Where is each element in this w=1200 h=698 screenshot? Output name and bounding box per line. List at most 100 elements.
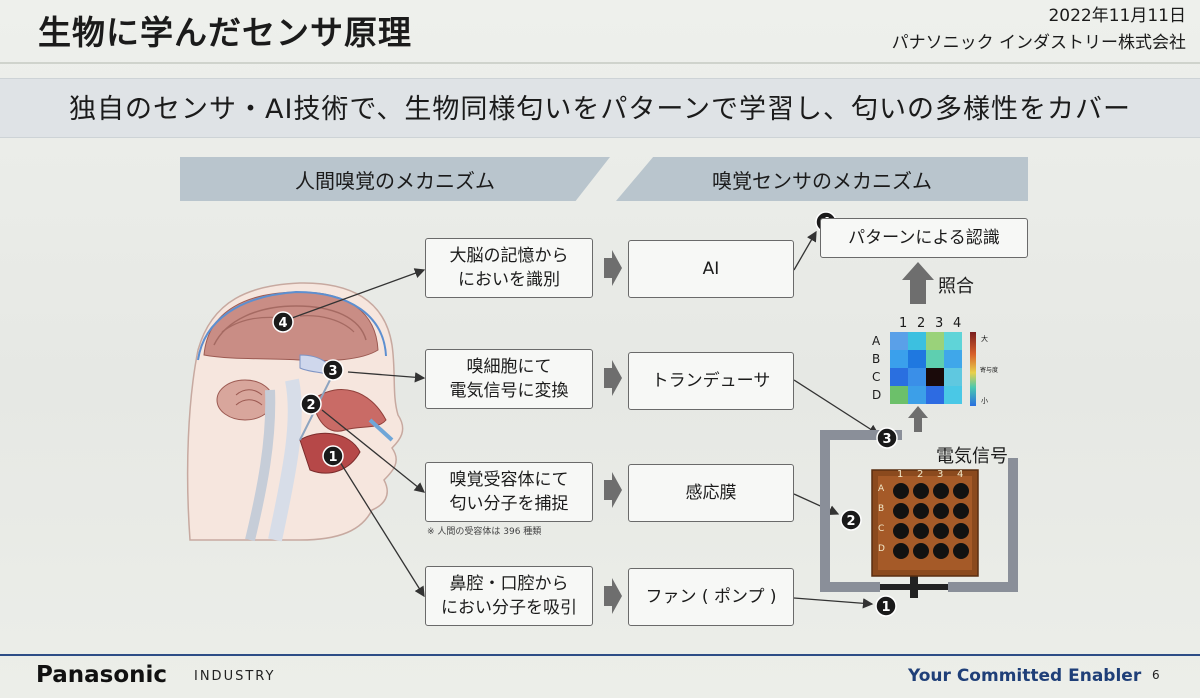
step-number-3: 3 xyxy=(322,359,344,381)
footer-divider xyxy=(0,654,1200,656)
human-step-brain-line2: においを識別 xyxy=(458,270,560,290)
human-step-intake-line2: におい分子を吸引 xyxy=(441,598,577,618)
svg-text:2: 2 xyxy=(306,398,315,413)
sensor-step-transducer-label: トランデューサ xyxy=(651,371,771,391)
block-arrow-4 xyxy=(604,578,622,614)
step-number-1: 1 xyxy=(875,595,897,617)
heatmap-cell-C1 xyxy=(890,368,908,386)
arrow-2-receptor xyxy=(321,409,426,493)
human-step-brain: 大脳の記憶から においを識別 xyxy=(425,238,593,298)
chip-sensor-dot xyxy=(893,483,909,499)
heatmap-cell-C2 xyxy=(908,368,926,386)
arrow-membrane xyxy=(793,493,840,515)
step-number-3: 3 xyxy=(876,427,898,449)
human-step-cells: 嗅細胞にて 電気信号に変換 xyxy=(425,349,593,409)
sensor-step-transducer: トランデューサ xyxy=(628,352,794,410)
tab-sensor-mechanism: 嗅覚センサのメカニズム xyxy=(616,157,1028,201)
heatmap-cell-D1 xyxy=(890,386,908,404)
signal-label: 電気信号 xyxy=(936,446,1008,467)
heatmap-row-b: B xyxy=(872,352,881,366)
sensor-frame xyxy=(820,430,1018,592)
human-step-brain-line1: 大脳の記憶から xyxy=(449,246,569,266)
sensor-step-membrane-label: 感応膜 xyxy=(685,483,737,503)
chip-col-2: 2 xyxy=(917,469,924,480)
heatmap-scale-mid: 寄与度 xyxy=(980,367,999,374)
tab-human-mechanism: 人間嗅覚のメカニズム xyxy=(180,157,610,201)
human-step-receptor-line1: 嗅覚受容体にて xyxy=(449,470,569,490)
receptor-note: ※ 人間の受容体は 396 種類 xyxy=(427,527,542,537)
subtitle-bar xyxy=(0,78,1200,138)
chip-row-c: C xyxy=(878,524,885,534)
heatmap-cell-B3 xyxy=(926,350,944,368)
chip-row-d: D xyxy=(878,544,885,554)
svg-text:1: 1 xyxy=(328,450,337,465)
arrow-transducer xyxy=(793,379,880,435)
chip-sensor-dot xyxy=(913,523,929,539)
head-arrows xyxy=(291,268,426,598)
subtitle: 独自のセンサ・AI技術で、生物同様匂いをパターンで学習し、匂いの多様性をカバー xyxy=(68,94,1131,125)
page-number: 6 xyxy=(1152,668,1160,682)
block-arrow-3 xyxy=(604,472,622,508)
heatmap-scale-low: 小 xyxy=(981,397,988,405)
heatmap-cell-A2 xyxy=(908,332,926,350)
heatmap-col-4: 4 xyxy=(953,316,962,331)
frame-right xyxy=(1008,458,1018,590)
sensor-step-fan-label: ファン ( ポンプ ) xyxy=(645,587,777,607)
brand-logo: Panasonic xyxy=(36,662,168,688)
tagline: Your Committed Enabler xyxy=(908,666,1142,686)
date-label: 2022年11月11日 xyxy=(1048,6,1186,26)
sensor-step-fan: ファン ( ポンプ ) xyxy=(628,568,794,626)
heatmap-row-a: A xyxy=(872,334,881,348)
chip-sensor-dot xyxy=(933,543,949,559)
heatmap-cell-B2 xyxy=(908,350,926,368)
step-number-2: 2 xyxy=(840,509,862,531)
sensor-step-membrane: 感応膜 xyxy=(628,464,794,522)
frame-bottom-left xyxy=(820,582,880,592)
tab-sensor-label: 嗅覚センサのメカニズム xyxy=(712,168,932,193)
heatmap-cells xyxy=(890,332,962,404)
chip-sensor-dot xyxy=(893,543,909,559)
chip-sensor-dot xyxy=(933,483,949,499)
human-step-cells-line2: 電気信号に変換 xyxy=(449,381,569,401)
human-step-intake-line1: 鼻腔・口腔から xyxy=(449,574,569,594)
head-illustration xyxy=(186,282,404,542)
human-step-cells-line1: 嗅細胞にて xyxy=(466,357,552,377)
svg-text:2: 2 xyxy=(846,514,855,529)
block-arrow-2 xyxy=(604,360,622,396)
step-circles: 43214321 xyxy=(272,211,898,617)
company-name: パナソニック インダストリー株式会社 xyxy=(891,33,1186,53)
sensor-step-ai: AI xyxy=(628,240,794,298)
heatmap-col-3: 3 xyxy=(935,316,944,331)
heatmap-cell-D4 xyxy=(944,386,962,404)
heatmap-cell-D2 xyxy=(908,386,926,404)
heatmap-cell-B4 xyxy=(944,350,962,368)
recognition-label: パターンによる認識 xyxy=(848,228,1000,248)
block-arrow-1 xyxy=(604,250,622,286)
chip-sensor-dot xyxy=(953,543,969,559)
arrow-3-cells xyxy=(347,371,426,383)
up-arrow-signal xyxy=(908,406,928,432)
brand-sub: INDUSTRY xyxy=(194,669,276,684)
chip-sensor-dot xyxy=(913,483,929,499)
contribution-heatmap xyxy=(890,332,976,406)
frame-top-left xyxy=(820,430,902,440)
block-arrows xyxy=(604,250,934,614)
heatmap-cell-B1 xyxy=(890,350,908,368)
chip-sensor-dot xyxy=(953,523,969,539)
svg-text:3: 3 xyxy=(328,364,337,379)
human-step-intake: 鼻腔・口腔から におい分子を吸引 xyxy=(425,566,593,626)
step-number-4: 4 xyxy=(272,311,294,333)
recognition-box: パターンによる認識 xyxy=(820,218,1028,258)
arrow-ai-recognition xyxy=(793,230,817,271)
chip-col-1: 1 xyxy=(897,469,904,480)
heatmap-row-c: C xyxy=(872,370,881,384)
chip-row-b: B xyxy=(878,504,885,514)
heatmap-row-d: D xyxy=(872,388,882,402)
human-step-receptor: 嗅覚受容体にて 匂い分子を捕捉 xyxy=(425,462,593,522)
collation-label: 照合 xyxy=(938,276,974,297)
sensor-arrows xyxy=(793,230,880,609)
frame-bottom-right xyxy=(948,582,1018,592)
svg-text:1: 1 xyxy=(881,600,890,615)
